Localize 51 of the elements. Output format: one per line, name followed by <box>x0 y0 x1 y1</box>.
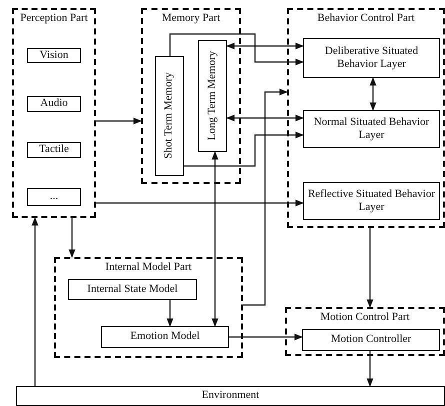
group-title: Perception Part <box>20 12 88 25</box>
box-label: Motion Controller <box>330 333 412 347</box>
box-label: Tactile <box>38 143 70 157</box>
module-box <box>27 96 81 112</box>
dashed-group-box <box>12 8 96 218</box>
dashed-group-box <box>285 307 445 356</box>
module-box <box>155 56 184 176</box>
group-title: Memory Part <box>162 12 220 25</box>
arrow <box>184 132 304 167</box>
dashed-group-box <box>287 8 445 228</box>
arrow <box>32 217 38 386</box>
arrow <box>366 228 374 308</box>
module-box <box>303 38 440 78</box>
box-label: Shot Term Memory <box>162 72 176 162</box>
arrow <box>370 77 376 111</box>
group-title: Behavior Control Part <box>317 12 415 25</box>
module-box <box>27 142 81 158</box>
box-label: Reflective Situated Behavior Layer <box>306 188 436 214</box>
module-box <box>27 188 81 206</box>
box-label: Internal State Model <box>86 282 179 296</box>
group-title: Environment <box>202 389 260 402</box>
arrow <box>96 118 142 124</box>
box-label: Audio <box>39 97 69 111</box>
arrow <box>366 351 374 387</box>
group-title: Internal Model Part <box>105 261 192 274</box>
arrow <box>166 300 174 327</box>
box-label: ... <box>48 190 60 204</box>
group-title: Motion Control Part <box>320 311 410 324</box>
environment-box <box>16 386 445 406</box>
box-label: Vision <box>38 48 70 62</box>
module-box <box>27 48 81 63</box>
box-label: Normal Situated Behavior Layer <box>312 116 430 142</box>
dashed-group-box <box>141 8 241 184</box>
arrow <box>243 88 288 306</box>
module-box <box>302 329 440 351</box>
dashed-group-box <box>54 257 243 358</box>
box-label: Emotion Model <box>129 330 201 344</box>
module-box <box>198 40 227 152</box>
arrow <box>169 33 304 66</box>
arrow <box>226 114 304 122</box>
arrow <box>229 334 303 340</box>
box-label: Deliberative Situated Behavior Layer <box>324 44 420 72</box>
arrow <box>68 218 76 258</box>
arrow <box>212 151 218 327</box>
module-box <box>68 279 197 300</box>
module-box <box>303 110 440 148</box>
module-box <box>303 182 440 220</box>
module-box <box>101 326 229 348</box>
box-label: Long Term Memory <box>206 50 219 143</box>
arrow <box>96 200 304 206</box>
arrow <box>226 42 304 50</box>
